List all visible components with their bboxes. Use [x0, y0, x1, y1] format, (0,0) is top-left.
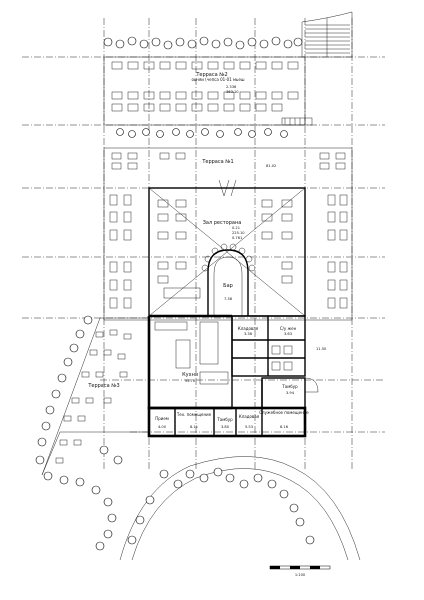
staff-room-area: 8.16 — [280, 425, 289, 429]
kitchen-label: Кухня — [182, 372, 198, 378]
pantry-label: Кладовая — [238, 326, 259, 331]
vestibule-label: Тамбур — [281, 384, 298, 389]
tech-room-area: 8.11 — [190, 425, 198, 429]
terrace-2-label: Терраса №2 — [195, 72, 227, 78]
kitchen-area: 55.70 — [185, 379, 196, 383]
wc-label: С/у жен — [280, 326, 297, 331]
landscape-bottom — [119, 456, 361, 561]
receiving-area: 4.00 — [158, 425, 167, 429]
bar: Бар 7.38 — [163, 243, 256, 316]
storage-area: 5.53 — [245, 425, 253, 429]
staff-room-label: Служебное помещение — [259, 410, 309, 415]
wc-area: 3.63 — [284, 332, 292, 336]
tree-row-top — [103, 36, 303, 50]
tambour-label: Тамбур — [216, 417, 233, 422]
service-rooms: Кладовая 3.38 С/у жен 3.63 11.50 — [231, 315, 327, 377]
hall-area-c: 0.761 — [232, 236, 242, 240]
hall-area: 0.21 — [232, 226, 240, 230]
terrace-2-area: 2.336 — [226, 85, 237, 89]
terrace-2-sublabel: оьняи (чепса 01-01 мьеш — [191, 77, 244, 82]
hall-area-b: 225.10 — [232, 231, 245, 235]
terrace-3: Терраса №3 — [41, 317, 150, 476]
terrace-1-tables — [109, 152, 348, 309]
stair — [301, 11, 353, 58]
receiving-label: Прием — [155, 416, 169, 421]
tree-row-left — [35, 315, 123, 551]
bar-area: 7.38 — [224, 297, 233, 301]
terrace-1: Терраса №1 81.02 — [103, 147, 353, 321]
scale-bar: 1:100 — [269, 565, 331, 577]
right-area: 11.50 — [316, 347, 327, 351]
terrace-2: Терраса №2 оьняи (чепса 01-01 мьеш 2.336… — [103, 56, 313, 126]
terrace-2-area-2: 363.10 — [226, 90, 239, 94]
tambour-area: 3.80 — [221, 425, 230, 429]
pantry-area: 3.38 — [244, 332, 253, 336]
terrace-1-area: 81.02 — [266, 164, 276, 168]
hall-label: Зал ресторана — [203, 220, 242, 226]
tech-room-label: Тех. помещение — [176, 412, 212, 417]
kitchen-block: Кухня 55.70 — [147, 314, 233, 410]
storage-label: Кладовая — [239, 414, 260, 419]
scale-label: 1:100 — [295, 573, 306, 577]
terrace-1-label: Терраса №1 — [201, 159, 233, 165]
bar-label: Бар — [223, 283, 233, 289]
tree-row-middle — [116, 128, 288, 138]
terrace-3-label: Терраса №3 — [87, 383, 119, 389]
vestibule-area: 3.94 — [286, 391, 295, 395]
utility-rooms: Прием 4.00 Тех. помещение 8.11 Тамбур 3.… — [147, 377, 319, 438]
terrace-2-tables — [111, 61, 299, 112]
axis-grid — [22, 18, 385, 470]
